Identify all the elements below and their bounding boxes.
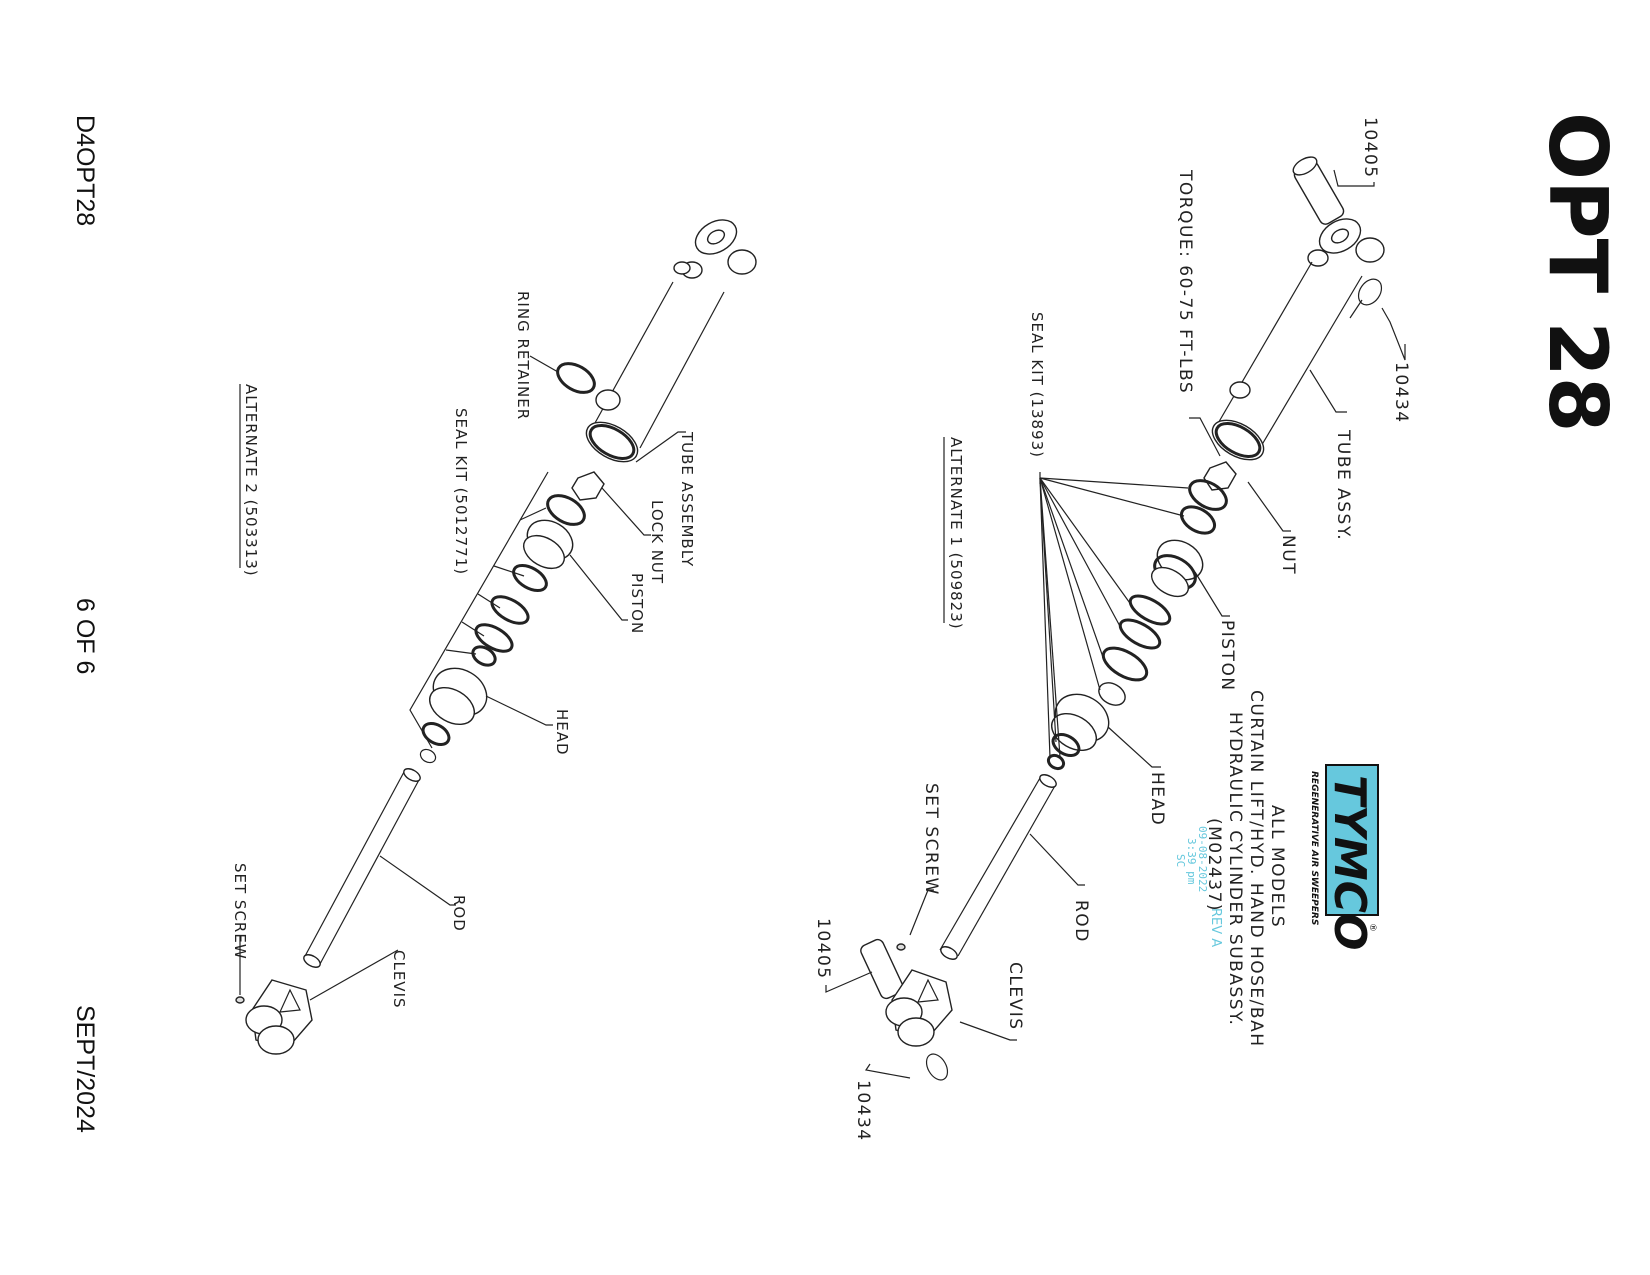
stamp-initials: SC [1174,854,1187,867]
label-alt2-seal-kit: SEAL KIT (5012771) [452,408,470,575]
doc-id: D4OPT28 [71,115,99,226]
alternate-2-assembly: RING RETAINER TUBE ASSEMBLY LOCK NUT SEA… [231,219,757,1055]
set-screw [896,943,906,951]
label-alt1-pin-bottom: 10405 [813,918,833,980]
alt2-tube-body [585,281,725,463]
nut [1203,461,1237,491]
label-alt1-torque: TORQUE: 60-75 FT-LBS [1175,169,1195,394]
alt2-rod [303,768,421,968]
label-alt1-pin-top: 10405 [1360,117,1380,179]
label-alt1-head: HEAD [1147,772,1167,826]
label-alt2-lock-nut: LOCK NUT [648,500,666,584]
registered-mark: ® [1367,923,1377,932]
seal-stack [1046,479,1228,771]
alt2-tube-clevis-end [673,219,757,279]
label-alt2-set-screw: SET SCREW [231,863,249,960]
alternate-2-caption: ALTERNATE 2 (503313) [242,384,260,577]
label-alt1-set-screw: SET SCREW [921,783,941,896]
title-part-number: (M02437) [1204,818,1224,912]
title-line-2: CURTAIN LIFT/HYD. HAND HOSE/BAH [1246,690,1266,1047]
label-alt2-piston: PISTON [628,573,646,634]
tymco-logo: TYMCO REGENERATIVE AIR SWEEPERS ® [1309,764,1379,950]
alt2-seal-stack [419,494,586,764]
clip-bottom [925,1053,949,1081]
label-alt1-seal-kit: SEAL KIT (13893) [1028,312,1046,458]
label-alt1-nut: NUT [1278,535,1298,575]
tube-body [1211,261,1363,461]
sheet-title: OPT 28 [1531,112,1624,432]
label-alt2-clevis: CLEVIS [390,950,408,1009]
brand-wordmark: TYMCO [1324,775,1375,950]
title-line-3: HYDRAULIC CYLINDER SUBASSY. [1225,712,1245,1026]
label-alt1-piston: PISTON [1217,620,1237,692]
title-block: TYMCO REGENERATIVE AIR SWEEPERS ® ALL MO… [1174,690,1379,1047]
label-alt2-head: HEAD [553,709,571,756]
brand-tagline: REGENERATIVE AIR SWEEPERS [1309,771,1319,925]
label-alt1-clip-top: 10434 [1391,362,1411,424]
leader-lines-alt1 [825,169,1406,1079]
alt2-ring-retainer [556,362,596,394]
tube-clevis-end [1307,218,1385,267]
alternate-1-assembly: 10405 10434 TUBE ASSY. TORQUE: 60-75 FT-… [813,117,1411,1142]
label-alt1-clevis: CLEVIS [1005,962,1025,1031]
label-alt2-rod: ROD [450,895,468,932]
label-alt1-clip-bottom: 10434 [853,1080,873,1142]
alt2-set-screw [235,996,245,1004]
stamp-time: 3:39 pm [1185,838,1198,885]
label-alt1-tube: TUBE ASSY. [1333,429,1353,541]
leader-lines-alt2 [239,355,686,1001]
pin-bottom [860,938,904,1000]
page-number: 6 OF 6 [71,598,99,674]
alt2-lock-nut [571,471,605,501]
rod [939,774,1057,960]
revision-label: REV A [1208,908,1223,947]
clip-top [1349,278,1383,319]
stamp-date: 09-08-2022 [1196,826,1209,892]
label-alt2-ring-retainer: RING RETAINER [514,291,532,420]
pin-top [1292,156,1345,225]
label-alt1-rod: ROD [1071,900,1091,943]
clevis [885,969,953,1047]
revision-date: SEPT/2024 [71,1005,99,1133]
label-alt2-tube: TUBE ASSEMBLY [678,431,696,567]
alt2-clevis [245,979,313,1055]
title-line-1: ALL MODELS [1267,805,1287,928]
alternate-1-caption: ALTERNATE 1 (509823) [947,437,965,630]
